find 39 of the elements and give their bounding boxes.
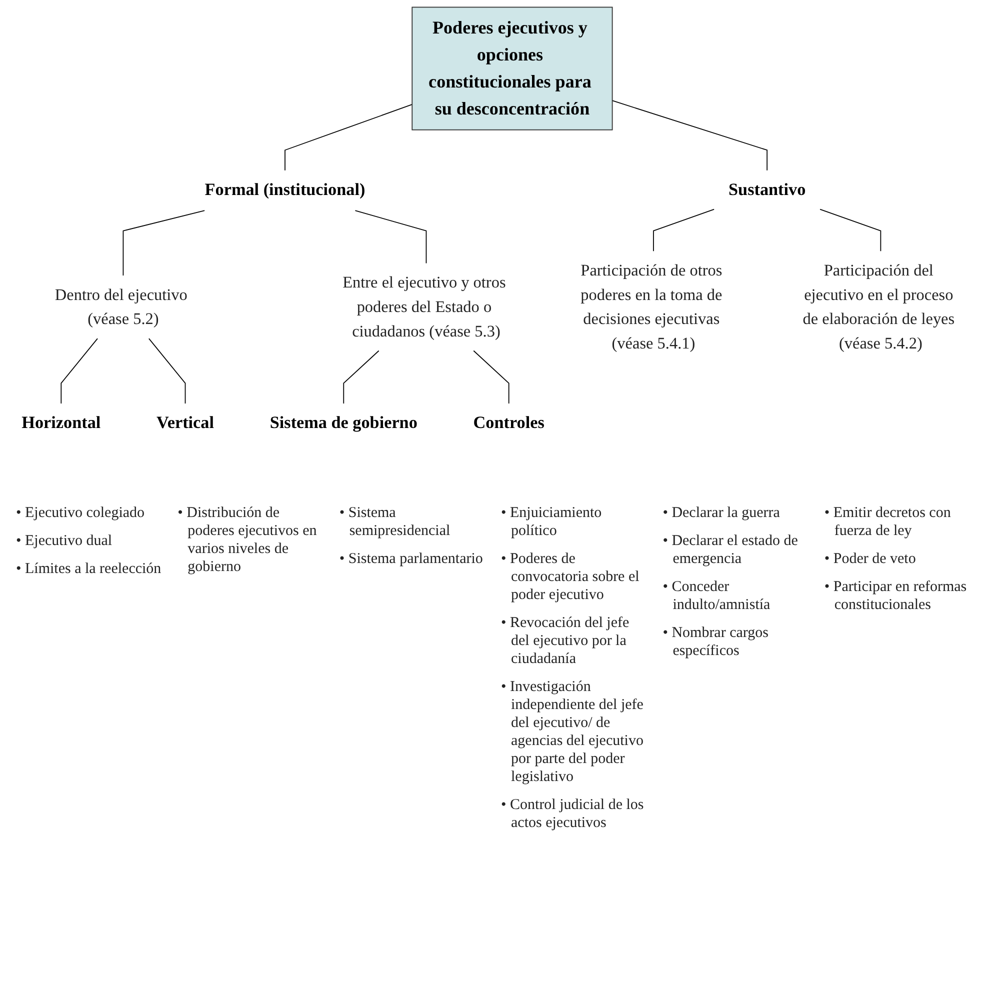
bullet-item: • Emitir decretos con fuerza de ley xyxy=(824,504,952,540)
node-text: Entre el ejecutivo y otros poderes del Estado o ciudadanos (véase 5.3) xyxy=(342,273,506,340)
bullet-item: • Enjuiciamiento político xyxy=(501,504,603,540)
bullet-item: • Distribución de poderes ejecutivos en varios niveles de gobierno xyxy=(178,504,318,576)
node-text: Sistema de gobierno xyxy=(270,413,418,432)
node-text: Sustantivo xyxy=(728,180,806,200)
bullet-item: • Límites a la reelección xyxy=(16,560,162,578)
connector xyxy=(820,208,882,252)
bullet-item: • Control judicial de los actos ejecutivos xyxy=(501,796,645,832)
node-text: Participación del ejecutivo en el proceso de elaboración de leyes (véase 5.4.2) xyxy=(802,261,955,352)
connector xyxy=(612,100,768,171)
connector xyxy=(653,208,715,252)
bullet-item: • Poder de veto xyxy=(824,550,917,568)
connector xyxy=(284,104,413,171)
bullet-item: • Sistema semipresidencial xyxy=(339,504,452,540)
node-text: Vertical xyxy=(156,413,214,432)
connector xyxy=(148,338,186,404)
bullet-item: • Investigación independiente del jefe del ejecutivo/ de agencias del ejecutivo por parte del poder legislativo xyxy=(501,678,644,786)
bullet-item: • Ejecutivo colegiado xyxy=(16,504,146,522)
node-text: Controles xyxy=(473,413,544,432)
connector xyxy=(60,338,98,404)
connector xyxy=(122,210,205,276)
bullet-item: • Declarar el estado de emergencia xyxy=(662,532,799,568)
node-text: Horizontal xyxy=(22,413,101,432)
bullet-item: • Participar en reformas constitucionales xyxy=(824,578,968,614)
bullet-item: • Declarar la guerra xyxy=(662,504,781,522)
connector xyxy=(354,210,427,264)
bullet-item: • Conceder indulto/amnistía xyxy=(662,578,772,614)
bullet-item: • Revocación del jefe del ejecutivo por la ciudadanía xyxy=(501,614,630,668)
bullet-item: • Ejecutivo dual xyxy=(16,532,114,550)
bullet-item: • Sistema parlamentario xyxy=(339,550,484,568)
node-box: Poderes ejecutivos y opciones constitucionales para su desconcentración xyxy=(412,6,613,130)
connector xyxy=(343,350,380,404)
connector xyxy=(473,350,510,404)
bullet-item: • Poderes de convocatoria sobre el poder ejecutivo xyxy=(501,550,640,604)
bullet-item: • Nombrar cargos específicos xyxy=(662,624,770,660)
node-text: Dentro del ejecutivo (véase 5.2) xyxy=(54,285,188,328)
node-text: Formal (institucional) xyxy=(204,180,366,200)
node-text: Participación de otros poderes en la toma de decisiones ejecutivas (véase 5.4.1) xyxy=(580,261,722,352)
